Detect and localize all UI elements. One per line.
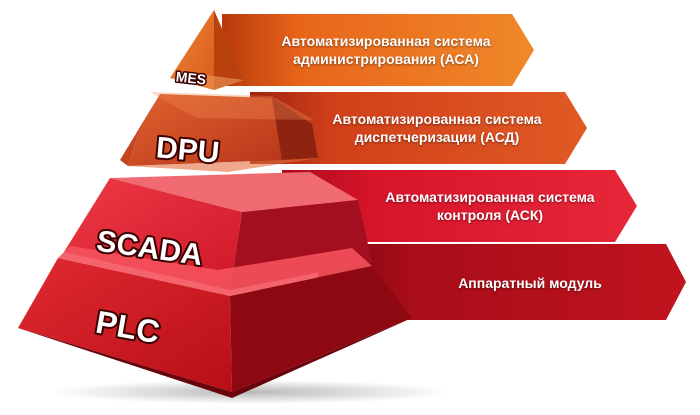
description-scada-line-1: Автоматизированная система <box>385 189 595 205</box>
arrow-plc <box>318 244 686 320</box>
arrow-mes <box>222 14 534 86</box>
level-label-dpu: DPU <box>155 131 221 169</box>
arrow-dpu <box>250 92 587 164</box>
description-dpu-line-1: Автоматизированная система <box>332 111 542 127</box>
description-plc: Аппаратный модуль <box>400 274 660 292</box>
description-mes: Автоматизированная система администриров… <box>246 32 526 68</box>
description-plc-line-1: Аппаратный модуль <box>458 275 602 291</box>
ground-shadow <box>50 380 450 404</box>
description-mes-line-2: администрирования (АСА) <box>293 51 479 67</box>
tier-mes <box>170 10 244 90</box>
description-scada-line-2: контроля (АСК) <box>436 207 544 223</box>
description-mes-line-1: Автоматизированная система <box>281 33 491 49</box>
tier-dpu <box>120 92 318 172</box>
level-label-mes: MES <box>175 68 207 87</box>
description-dpu-line-2: диспетчеризации (АСД) <box>354 129 520 145</box>
description-dpu: Автоматизированная система диспетчеризац… <box>292 110 582 146</box>
arrow-scada <box>282 170 637 242</box>
description-scada: Автоматизированная система контроля (АСК… <box>350 188 630 224</box>
tier-plc <box>18 246 412 398</box>
